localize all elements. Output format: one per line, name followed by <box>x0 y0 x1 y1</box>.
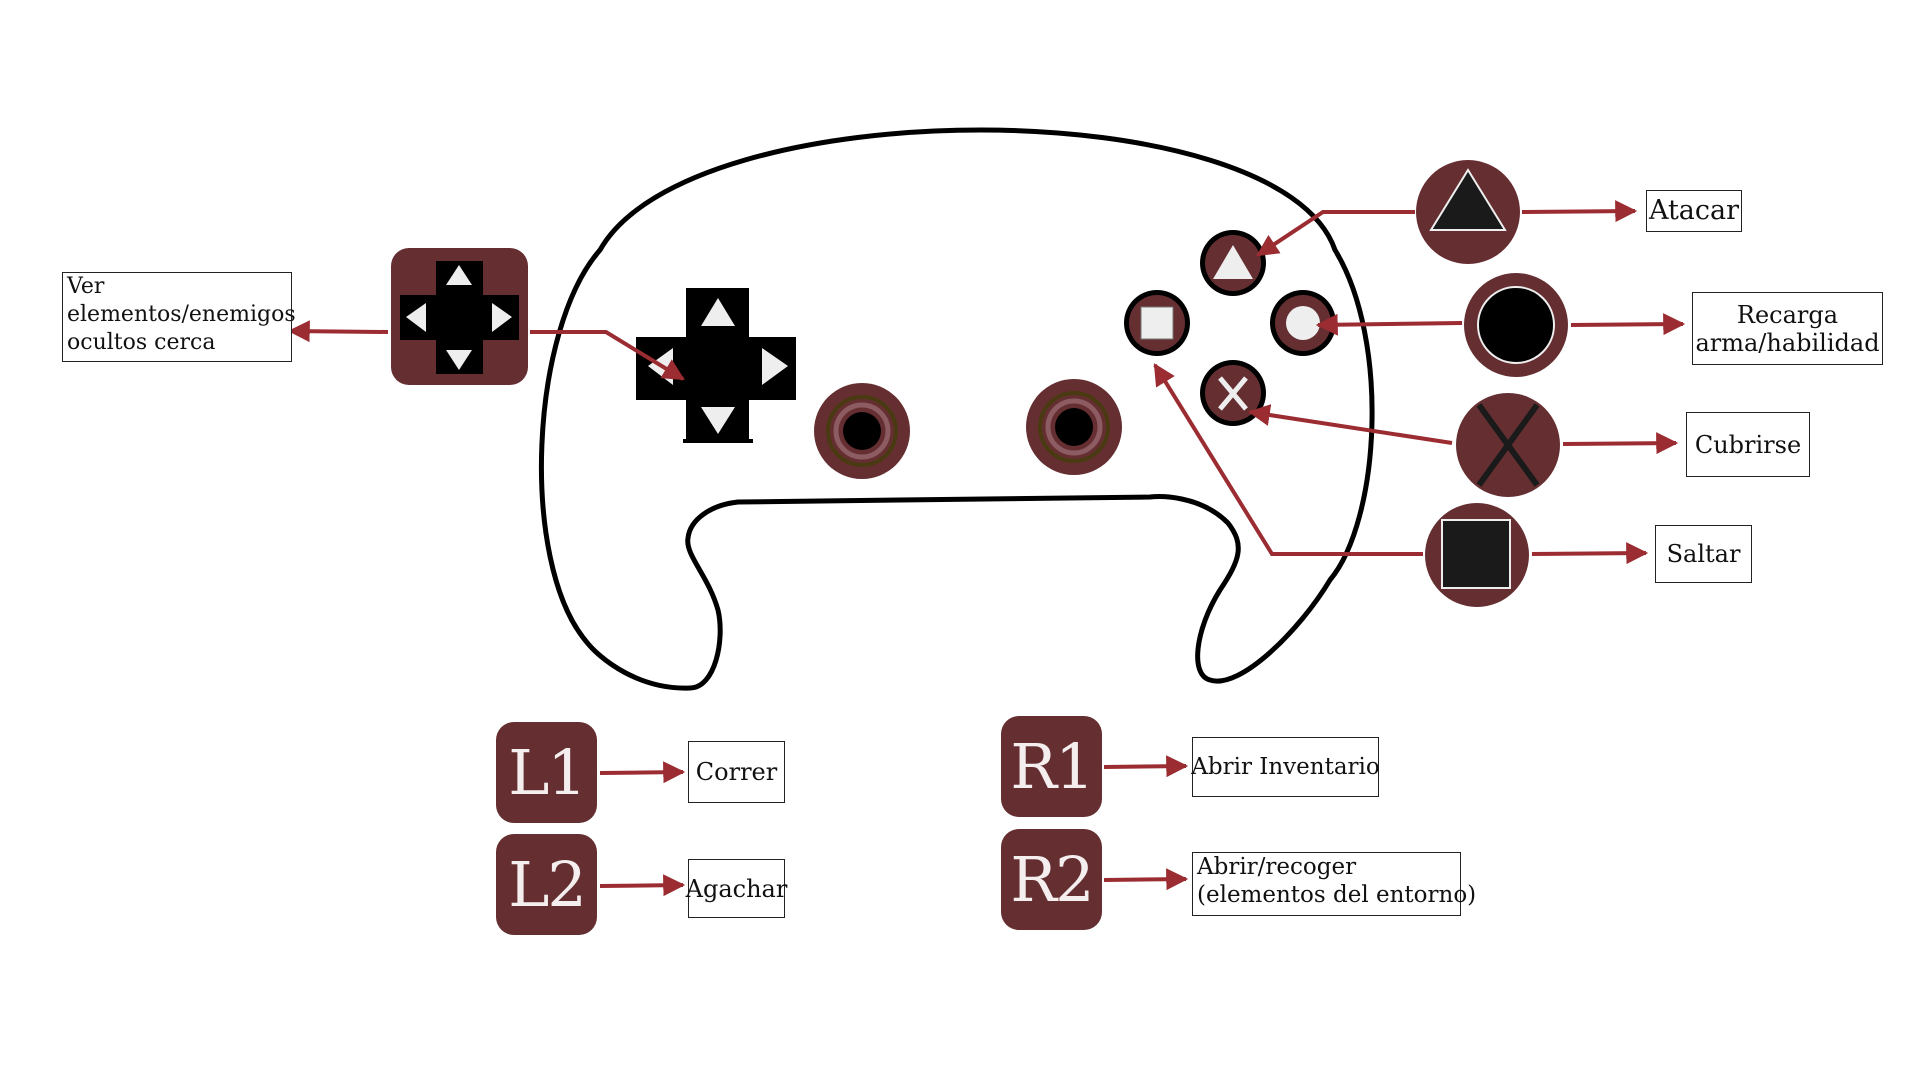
dpad-label-line-1: Ver <box>67 274 105 299</box>
square-action-label: Saltar <box>1655 525 1752 583</box>
r2-label-line-1: Abrir/recoger <box>1197 854 1357 880</box>
controller-circle-button-icon <box>1270 290 1336 356</box>
arrow-circle-to-controller <box>1315 313 1463 336</box>
legend-circle-button-icon <box>1464 273 1568 377</box>
r2-key-text: R2 <box>1010 843 1094 916</box>
triangle-action-label: Atacar <box>1646 190 1742 232</box>
arrow-r2-to-label <box>1103 868 1189 891</box>
l1-label-text: Correr <box>695 758 778 786</box>
controller-triangle-button-icon <box>1200 230 1266 296</box>
arrow-dpad-to-controller <box>530 330 685 381</box>
arrow-l1-to-label <box>599 761 686 784</box>
l2-label-text: Agachar <box>685 874 788 903</box>
r2-key: R2 <box>1001 829 1102 930</box>
l2-key-text: L2 <box>508 848 587 921</box>
legend-square-button-icon <box>1425 503 1529 607</box>
l1-action-label: Correr <box>688 741 785 803</box>
arrow-square-to-controller <box>1153 363 1423 556</box>
legend-cross-button-icon <box>1456 393 1560 497</box>
controller-square-button-icon <box>1124 290 1190 356</box>
controller-cross-button-icon <box>1200 360 1266 426</box>
dpad-label-line-3: ocultos cerca <box>67 330 216 355</box>
arrow-triangle-to-label <box>1521 200 1638 223</box>
legend-triangle-button-icon <box>1416 160 1520 264</box>
l1-key-text: L1 <box>508 736 587 809</box>
arrow-square-to-label <box>1531 542 1649 565</box>
r1-key: R1 <box>1001 716 1102 817</box>
arrow-triangle-to-controller <box>1256 210 1415 257</box>
r2-action-label: Abrir/recoger (elementos del entorno) <box>1192 852 1476 916</box>
dpad-label-line-2: elementos/enemigos <box>67 302 296 327</box>
arrow-l2-to-label <box>599 874 686 897</box>
r1-key-text: R1 <box>1010 730 1094 803</box>
square-label-text: Saltar <box>1666 540 1741 568</box>
r1-label-text: Abrir Inventario <box>1191 754 1380 780</box>
l2-action-label: Agachar <box>685 859 788 918</box>
arrow-cross-to-label <box>1562 432 1679 455</box>
dpad-action-label: Ver elementos/enemigos ocultos cerca <box>62 272 296 362</box>
legend-dpad-icon <box>391 248 528 385</box>
l1-key: L1 <box>496 722 597 823</box>
controller-body-outline <box>539 127 1375 691</box>
r2-label-line-2: (elementos del entorno) <box>1197 882 1477 908</box>
cross-label-text: Cubrirse <box>1694 430 1802 459</box>
cross-action-label: Cubrirse <box>1686 412 1810 477</box>
arrow-circle-to-label <box>1570 313 1686 336</box>
right-analog-stick-icon <box>1026 379 1122 475</box>
arrow-dpad-to-label <box>287 320 389 343</box>
triangle-label-text: Atacar <box>1648 195 1740 226</box>
circle-action-label: Recarga arma/habilidad <box>1692 292 1883 365</box>
r1-action-label: Abrir Inventario <box>1191 737 1380 797</box>
circle-label-line-1: Recarga <box>1736 300 1839 329</box>
arrow-cross-to-controller <box>1247 404 1453 445</box>
circle-label-line-2: arma/habilidad <box>1695 328 1880 357</box>
l2-key: L2 <box>496 834 597 935</box>
left-analog-stick-icon <box>814 383 910 479</box>
arrow-r1-to-label <box>1103 755 1189 778</box>
